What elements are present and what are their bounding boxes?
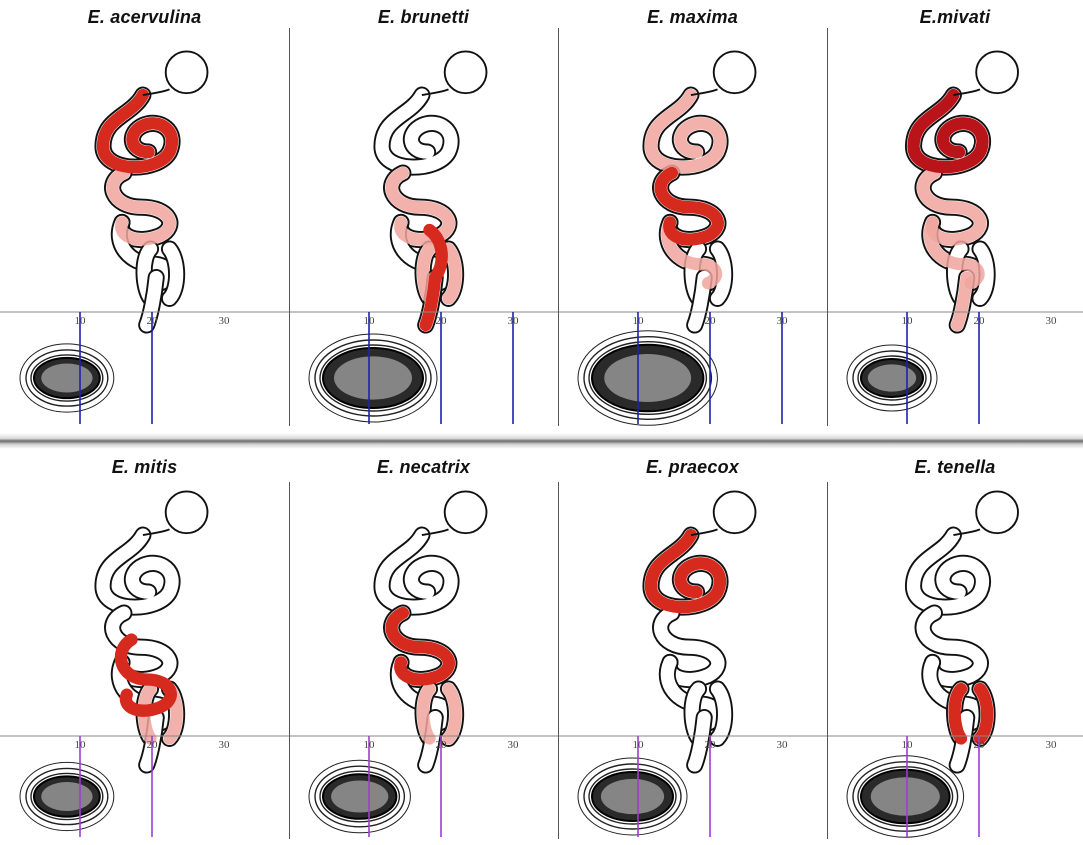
gut-diagram [827,0,1083,432]
scale-tick-label: 30 [1046,315,1057,327]
gizzard-shape [445,491,487,533]
gut-diagram [289,450,558,845]
gut-diagram [827,450,1083,845]
scale-tick-label: 30 [219,315,230,327]
gizzard-shape [714,491,756,533]
oocyst-granules [604,354,691,402]
scale-tick-label: 30 [1046,739,1057,751]
gizzard-shape [976,491,1018,533]
oocyst-granules [331,780,388,812]
species-panel: E. tenella102030 [827,450,1083,845]
gizzard-shape [166,491,208,533]
panel-divider [558,482,559,839]
scale-tick-label: 10 [633,739,644,751]
scale-tick-label: 10 [364,739,375,751]
gizzard-shape [166,51,208,93]
oocyst-granules [601,779,664,814]
gizzard-shape [714,51,756,93]
scale-tick-label: 30 [777,739,788,751]
scale-tick-label: 10 [633,315,644,327]
panel-divider [289,482,290,839]
gut-lumen [382,95,451,167]
gut-diagram [289,0,558,432]
species-panel: E. praecox102030 [558,450,827,845]
oocyst-granules [334,356,412,399]
gut-diagram [558,0,827,432]
gut-lumen [718,689,725,738]
gut-lumen [170,249,177,298]
scale-tick-label: 20 [974,739,985,751]
gut-lumen [914,535,983,607]
oocyst-granules [871,777,940,815]
gizzard-shape [445,51,487,93]
scale-tick-label: 20 [436,739,447,751]
scale-tick-label: 20 [436,315,447,327]
panel-divider [827,482,828,839]
gut-diagram [0,0,289,432]
scale-tick-label: 10 [902,315,913,327]
scale-tick-label: 20 [147,739,158,751]
row-separator [0,433,1083,449]
gizzard-shape [976,51,1018,93]
scale-tick-label: 10 [75,315,86,327]
scale-tick-label: 30 [508,739,519,751]
scale-tick-label: 30 [508,315,519,327]
gut-lumen [382,535,451,607]
gut-diagram [558,450,827,845]
gut-diagram [0,450,289,845]
scale-tick-label: 30 [777,315,788,327]
panel-divider [289,28,290,426]
panel-divider [827,28,828,426]
scale-tick-label: 10 [75,739,86,751]
panel-divider [558,28,559,426]
gut-lumen [103,535,172,607]
oocyst-granules [868,364,916,391]
scale-tick-label: 20 [705,315,716,327]
oocyst-granules [41,364,92,393]
scale-tick-label: 30 [219,739,230,751]
top-row: E. acervulina102030E. brunetti102030E. m… [0,0,1083,432]
scale-tick-label: 20 [974,315,985,327]
scale-tick-label: 20 [147,315,158,327]
oocyst-granules [41,782,92,811]
scale-tick-label: 20 [705,739,716,751]
scale-tick-label: 10 [364,315,375,327]
scale-tick-label: 10 [902,739,913,751]
